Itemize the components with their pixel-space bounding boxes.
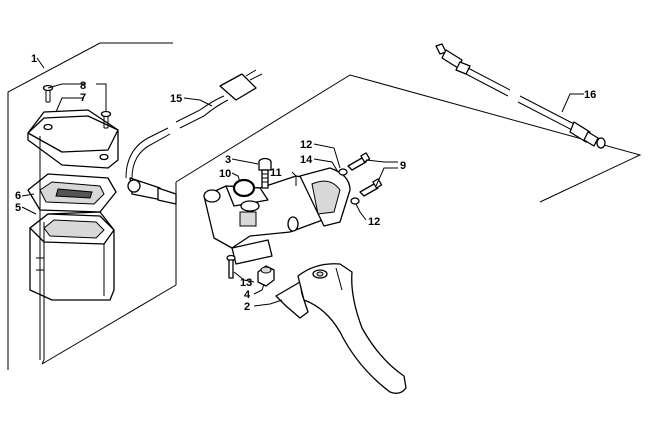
reservoir-body (29, 211, 115, 301)
brake-switch-harness (125, 69, 263, 205)
callout-11: 11 (270, 167, 282, 179)
washer (338, 168, 348, 176)
callout-4: 4 (244, 289, 251, 301)
callout-15: 15 (170, 93, 182, 105)
callout-5: 5 (15, 202, 21, 214)
callout-7: 7 (80, 92, 86, 104)
callout-12-top: 12 (300, 139, 312, 151)
o-ring (232, 178, 256, 198)
callout-9: 9 (400, 160, 406, 172)
pivot-nut (257, 265, 275, 287)
pivot-screw (226, 254, 236, 279)
brake-lever (275, 263, 407, 394)
callout-1: 1 (31, 53, 37, 65)
assembly-outline-left (7, 42, 177, 370)
callout-2: 2 (244, 301, 250, 313)
master-cylinder-body (203, 167, 351, 265)
callout-13: 13 (240, 277, 252, 289)
callout-14: 14 (300, 154, 313, 166)
clamp-bolt (258, 157, 272, 189)
reservoir-gasket (27, 173, 117, 213)
reservoir-cover (27, 109, 119, 169)
washer (350, 197, 360, 205)
callout-12-bottom: 12 (368, 216, 380, 228)
leader-lines (21, 57, 584, 307)
callout-10: 10 (219, 168, 231, 180)
throttle-cable-upper (435, 43, 511, 97)
throttle-cable-lower (517, 95, 606, 149)
callout-8: 8 (80, 80, 86, 92)
callout-3: 3 (225, 154, 231, 166)
clamp-screw (347, 152, 371, 171)
clamp-screw (359, 178, 383, 197)
callout-16: 16 (584, 89, 596, 101)
bracket-lines (39, 136, 45, 365)
callout-6: 6 (15, 190, 21, 202)
